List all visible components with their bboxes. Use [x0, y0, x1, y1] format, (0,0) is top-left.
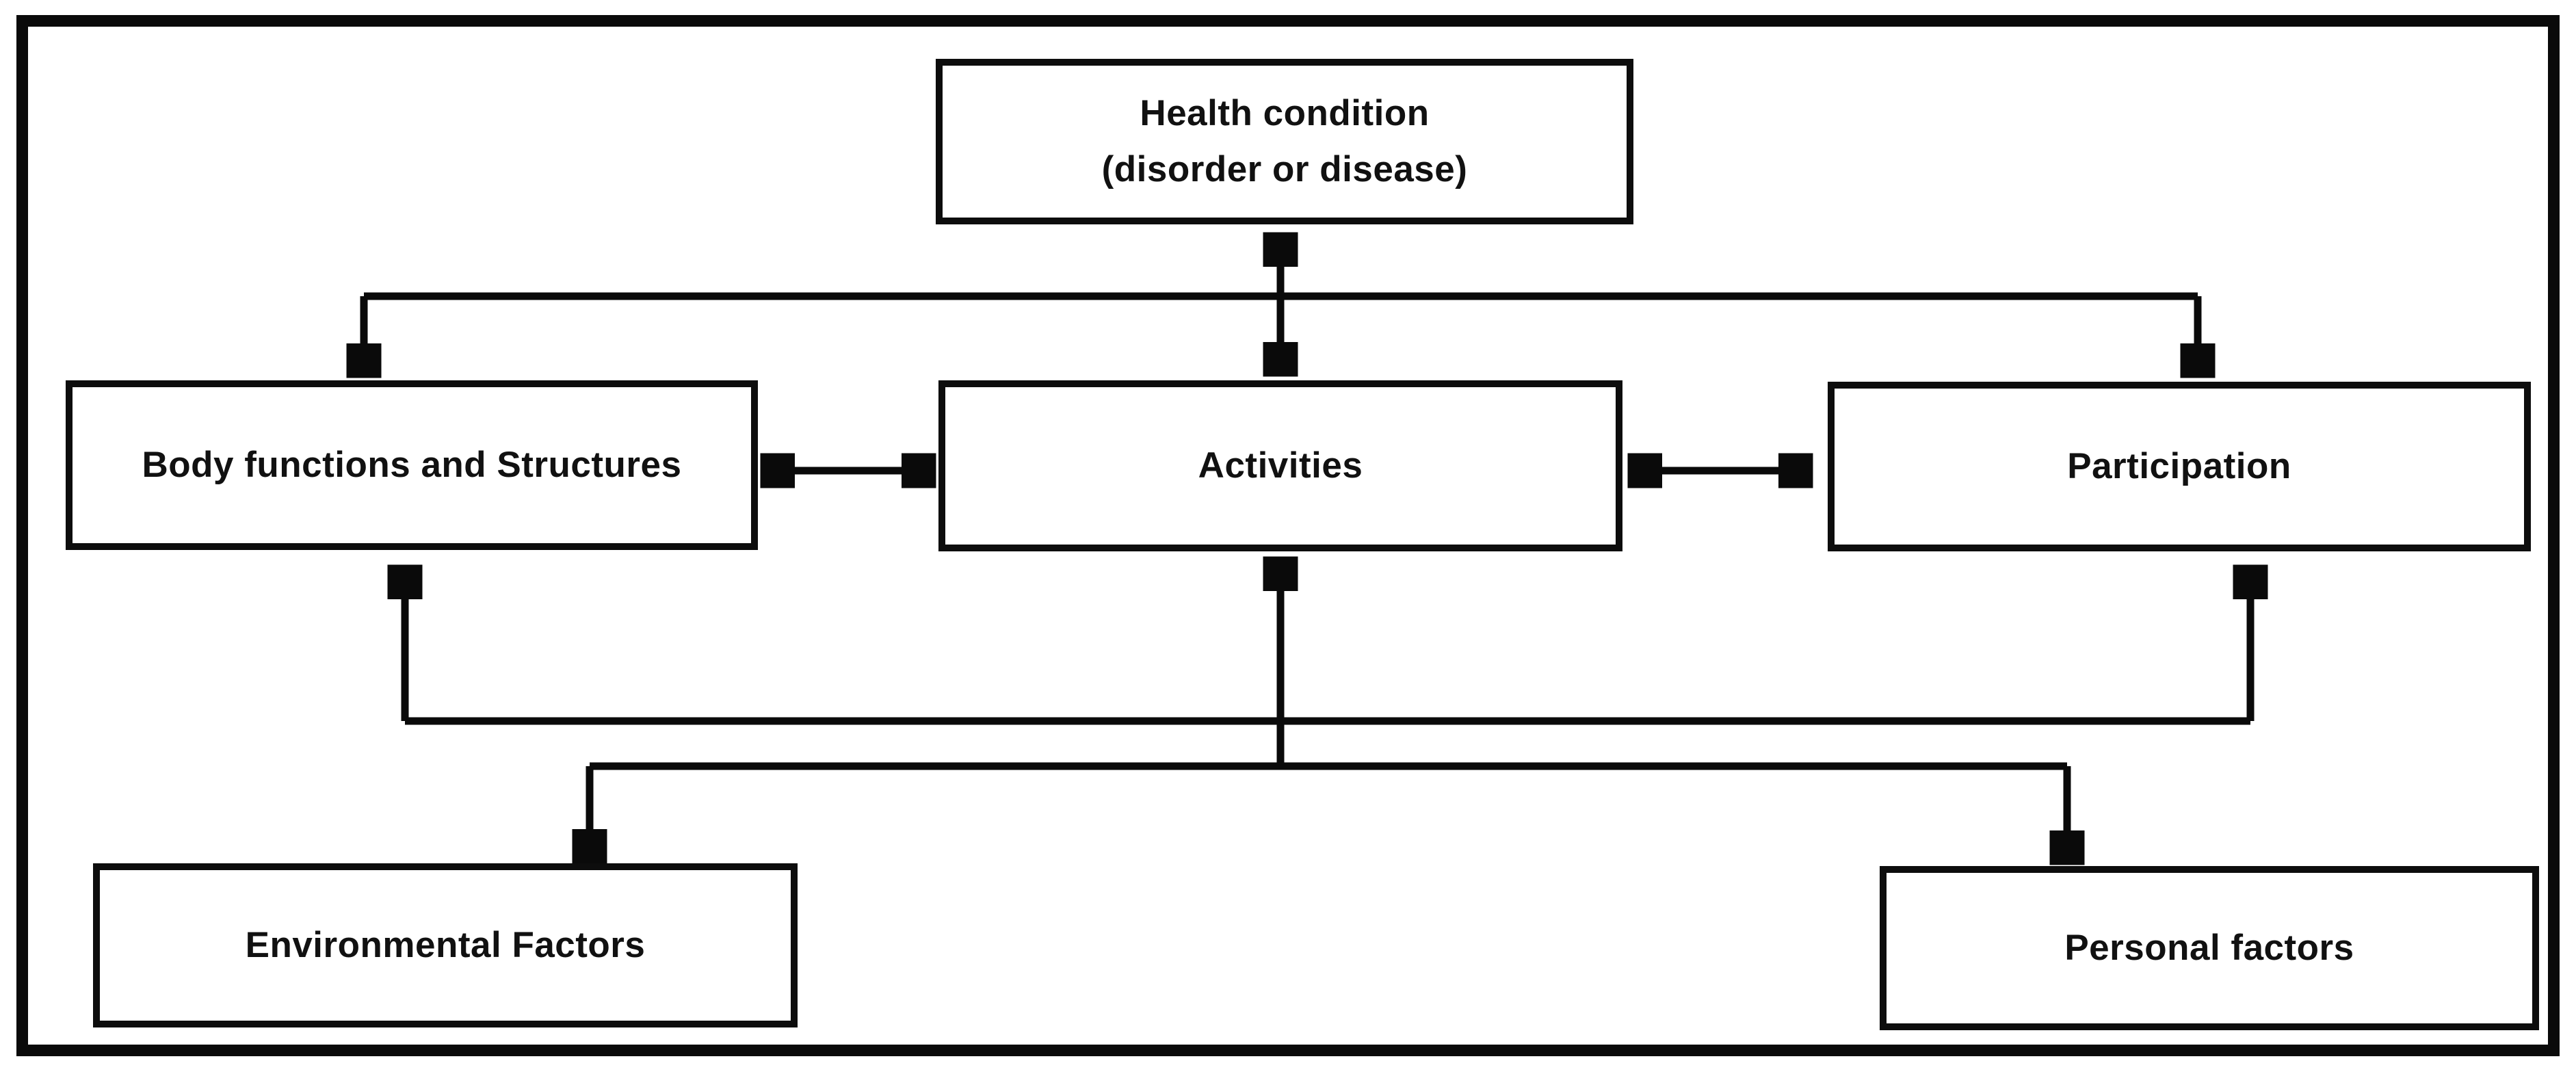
node-environmental-factors: Environmental Factors — [93, 863, 798, 1027]
node-activities: Activities — [938, 380, 1622, 551]
diagram-border — [16, 15, 2560, 1056]
node-participation: Participation — [1828, 382, 2531, 551]
node-health-condition-sublabel: (disorder or disease) — [1101, 149, 1468, 189]
node-personal-factors: Personal factors — [1880, 866, 2539, 1030]
node-body-functions-label: Body functions and Structures — [142, 444, 682, 485]
node-health-condition: Health condition (disorder or disease) — [936, 59, 1633, 224]
node-participation-label: Participation — [2067, 445, 2291, 486]
node-personal-factors-label: Personal factors — [2064, 927, 2354, 968]
node-body-functions: Body functions and Structures — [66, 380, 758, 550]
node-activities-label: Activities — [1198, 445, 1363, 486]
node-environmental-factors-label: Environmental Factors — [245, 924, 646, 965]
node-health-condition-label: Health condition — [1140, 92, 1430, 133]
